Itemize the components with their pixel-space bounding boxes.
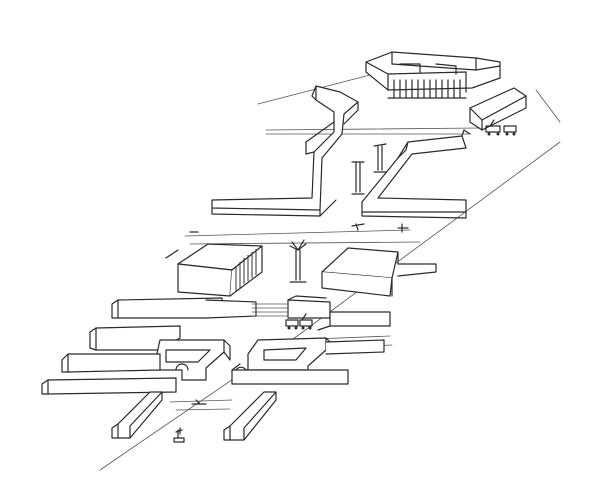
vehicles-bottom [191, 399, 207, 405]
monument-building [365, 51, 501, 99]
lower-right-courtyard [231, 337, 385, 385]
colonnade-columns [387, 79, 467, 99]
central-right-building [321, 247, 437, 297]
right-annex-building [469, 87, 527, 131]
upper-plaza-masts [351, 143, 387, 195]
plaza-steps [251, 303, 289, 317]
central-left-building [165, 243, 263, 297]
facade-hatching [235, 249, 257, 292]
vehicles-top-right [485, 119, 517, 136]
bottom-left-arm [111, 391, 163, 439]
vehicles-center [285, 313, 313, 330]
bottom-right-arm [223, 391, 277, 441]
upper-left-zigzag-block [211, 85, 359, 217]
street-figures [189, 223, 409, 233]
upper-right-zigzag-block [361, 129, 471, 219]
middle-band-blocks [111, 295, 391, 331]
bottom-statue [173, 427, 185, 443]
plaza-palm [289, 239, 307, 283]
lower-left-courtyard [41, 325, 231, 395]
